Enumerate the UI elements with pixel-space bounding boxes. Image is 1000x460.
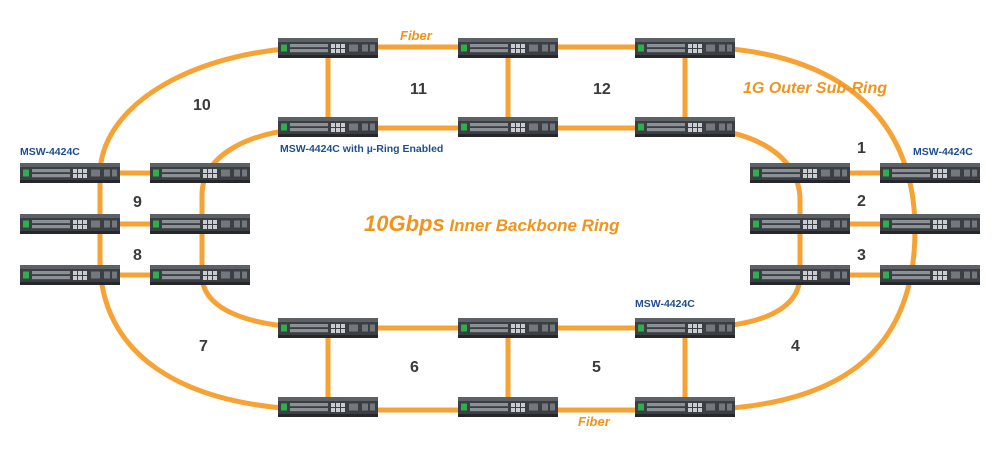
vertical-links <box>325 47 688 410</box>
managed-switch-icon <box>458 117 558 137</box>
managed-switch-icon <box>20 163 120 183</box>
inner-ring-name: Inner Backbone Ring <box>445 216 620 235</box>
managed-switch-icon <box>278 38 378 58</box>
managed-switch-icon <box>635 117 735 137</box>
device-label-left: MSW-4424C <box>20 146 80 158</box>
device-label-bottom-inner: MSW-4424C <box>635 298 695 310</box>
sub-ring-number: 8 <box>133 247 142 264</box>
device-label-top-inner: MSW-4424C with µ-Ring Enabled <box>280 143 443 155</box>
sub-ring-number: 10 <box>193 97 211 114</box>
sub-ring-number: 4 <box>791 338 800 355</box>
managed-switch-icon <box>278 117 378 137</box>
managed-switch-icon <box>458 318 558 338</box>
fiber-label-top: Fiber <box>400 28 433 43</box>
sub-ring-number: 9 <box>133 194 142 211</box>
managed-switch-icon <box>150 265 250 285</box>
sub-ring-number: 12 <box>593 81 611 98</box>
sub-ring-number: 11 <box>410 81 427 98</box>
managed-switch-icon <box>880 265 980 285</box>
inner-ring-title: 10Gbps Inner Backbone Ring <box>364 211 620 236</box>
managed-switch-icon <box>635 397 735 417</box>
managed-switch-icon <box>635 318 735 338</box>
sub-ring-number: 3 <box>857 247 866 264</box>
managed-switch-icon <box>20 265 120 285</box>
device-label-right: MSW-4424C <box>913 146 973 158</box>
managed-switch-icon <box>150 163 250 183</box>
managed-switch-icon <box>458 38 558 58</box>
fiber-label-bottom: Fiber <box>578 414 611 429</box>
sub-ring-number: 7 <box>199 338 208 355</box>
sub-ring-numbers: 1 2 3 4 5 6 7 8 9 10 11 12 <box>133 81 866 376</box>
managed-switch-icon <box>750 214 850 234</box>
managed-switch-icon <box>278 397 378 417</box>
sub-ring-number: 6 <box>410 359 419 376</box>
managed-switch-icon <box>880 163 980 183</box>
managed-switch-icon <box>750 163 850 183</box>
managed-switch-icon <box>20 214 120 234</box>
managed-switch-icon <box>750 265 850 285</box>
managed-switch-icon <box>880 214 980 234</box>
managed-switch-icon <box>278 318 378 338</box>
sub-ring-number: 2 <box>857 193 866 210</box>
sub-ring-number: 1 <box>857 140 866 157</box>
managed-switch-icon <box>635 38 735 58</box>
managed-switch-icon <box>458 397 558 417</box>
outer-ring-title: 1G Outer Sub-Ring <box>743 80 887 97</box>
sub-ring-number: 5 <box>592 359 601 376</box>
inner-ring-speed: 10Gbps <box>364 211 445 236</box>
managed-switch-icon <box>150 214 250 234</box>
